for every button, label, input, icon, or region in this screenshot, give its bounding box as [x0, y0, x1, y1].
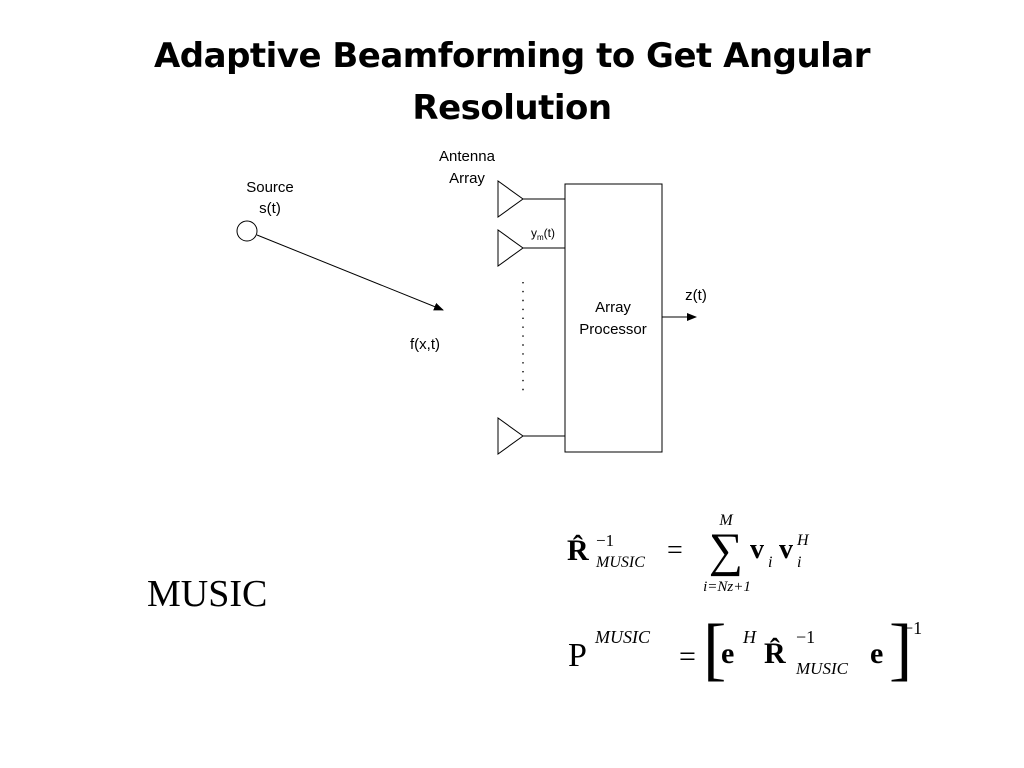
- processor-label-line1: Array: [595, 299, 631, 316]
- source-label-line2: s(t): [259, 200, 281, 217]
- eq1-term-v2-sup: H: [796, 532, 810, 549]
- eq1-lhs-sup: −1: [596, 531, 614, 550]
- signal-ym-label: ym(t): [531, 226, 555, 242]
- eq2-e1-sup: H: [742, 627, 757, 647]
- equation-r-music: R̂ −1 MUSIC = M ∑ i=Nz+1 v i v H i: [567, 512, 810, 595]
- eq1-equals: =: [667, 535, 683, 566]
- eq2-lhs-sup: MUSIC: [594, 627, 651, 647]
- eq2-lhs-symbol: P: [568, 637, 587, 674]
- eq1-sum-lower: i=Nz+1: [703, 579, 751, 595]
- eq1-sum-upper: M: [718, 512, 734, 529]
- eq2-r-symbol: R̂: [764, 637, 786, 670]
- title-line-1: Adaptive Beamforming to Get Angular: [153, 36, 871, 76]
- eq1-term-v2-sub: i: [797, 554, 801, 571]
- eq1-term-v1-sub: i: [768, 554, 772, 571]
- equation-p-music: P MUSIC = [ e H R̂ −1 MUSIC e ] −1: [568, 611, 922, 688]
- title-line-2: Resolution: [412, 88, 612, 128]
- eq2-equals: =: [679, 640, 696, 673]
- propagation-arrow: [256, 234, 444, 311]
- antenna-element-last: [497, 417, 524, 455]
- eq1-lhs-sub: MUSIC: [595, 554, 645, 571]
- method-label: MUSIC: [147, 573, 268, 615]
- antenna-label-line1: Antenna: [439, 148, 496, 165]
- eq2-bracket-left: [: [703, 611, 726, 688]
- processor-label-line2: Processor: [579, 321, 647, 338]
- field-label: f(x,t): [410, 336, 440, 353]
- eq1-term-v1: v: [750, 534, 764, 565]
- source-label-line1: Source: [246, 179, 294, 196]
- antenna-label-line2: Array: [449, 170, 485, 187]
- eq1-sum-symbol: ∑: [709, 524, 743, 577]
- array-processor-box: [564, 183, 663, 453]
- signal-ym-arg: (t): [544, 226, 555, 240]
- output-label: z(t): [685, 287, 707, 304]
- antenna-element-1: [497, 180, 524, 218]
- eq2-r-sup: −1: [796, 627, 815, 647]
- eq2-outer-sup: −1: [903, 618, 922, 638]
- eq2-e2: e: [870, 637, 883, 670]
- signal-ym-base: y: [531, 226, 537, 240]
- slide-title: Adaptive Beamforming to Get Angular Reso…: [0, 30, 1024, 134]
- eq2-r-sub: MUSIC: [795, 659, 849, 678]
- eq1-term-v2: v: [779, 534, 793, 565]
- eq2-bracket-right: ]: [889, 611, 912, 688]
- eq2-e1: e: [721, 637, 734, 670]
- antenna-element-2: [497, 229, 524, 267]
- eq1-lhs-symbol: R̂: [567, 534, 589, 567]
- source-node: [236, 220, 258, 242]
- signal-ym-sub: m: [537, 233, 544, 242]
